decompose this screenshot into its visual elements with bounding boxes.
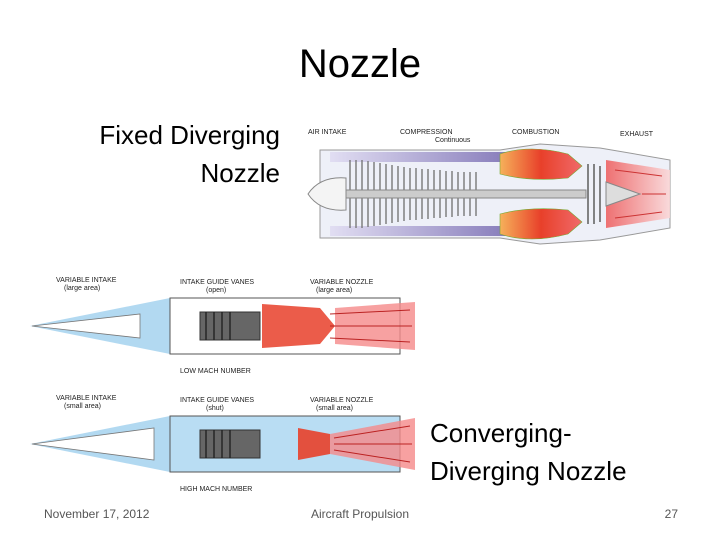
ramjet-low-mach-diagram: VARIABLE INTAKE (large area) INTAKE GUID… — [30, 274, 420, 378]
continuous-label: Continuous — [435, 137, 471, 144]
low-intake-area-label: (large area) — [64, 285, 100, 292]
slide-title: Nozzle — [0, 42, 720, 87]
combustion-label: COMBUSTION — [512, 129, 559, 136]
high-intake-area-label: (small area) — [64, 403, 101, 410]
ramjet-high-mach-diagram: VARIABLE INTAKE (small area) INTAKE GUID… — [30, 392, 420, 496]
cd-label-line1: Converging- — [430, 414, 627, 452]
fixed-diverging-nozzle-label: Fixed Diverging Nozzle — [60, 116, 280, 192]
low-guide-state-label: (open) — [206, 287, 226, 294]
high-nozzle-area-label: (small area) — [316, 405, 353, 412]
low-nozzle-area-label: (large area) — [316, 287, 352, 294]
high-guide-state-label: (shut) — [206, 405, 224, 412]
low-guide-vanes-label: INTAKE GUIDE VANES — [180, 279, 254, 286]
cd-label-line2: Diverging Nozzle — [430, 452, 627, 490]
low-mach-label: LOW MACH NUMBER — [180, 368, 251, 375]
exhaust-label: EXHAUST — [620, 131, 654, 138]
high-mach-label: HIGH MACH NUMBER — [180, 486, 252, 493]
compression-label: COMPRESSION — [400, 129, 453, 136]
slide-number: 27 — [665, 507, 678, 521]
turbojet-diagram: AIR INTAKE COMPRESSION Continuous COMBUS… — [300, 124, 680, 264]
fixed-label-line1: Fixed Diverging — [60, 116, 280, 154]
high-guide-vanes-label: INTAKE GUIDE VANES — [180, 397, 254, 404]
air-intake-label: AIR INTAKE — [308, 129, 347, 136]
low-variable-nozzle-label: VARIABLE NOZZLE — [310, 279, 374, 286]
footer-title: Aircraft Propulsion — [0, 507, 720, 521]
low-variable-intake-label: VARIABLE INTAKE — [56, 277, 117, 284]
high-variable-intake-label: VARIABLE INTAKE — [56, 395, 117, 402]
high-variable-nozzle-label: VARIABLE NOZZLE — [310, 397, 374, 404]
converging-diverging-nozzle-label: Converging- Diverging Nozzle — [430, 414, 627, 490]
fixed-label-line2: Nozzle — [60, 154, 280, 192]
